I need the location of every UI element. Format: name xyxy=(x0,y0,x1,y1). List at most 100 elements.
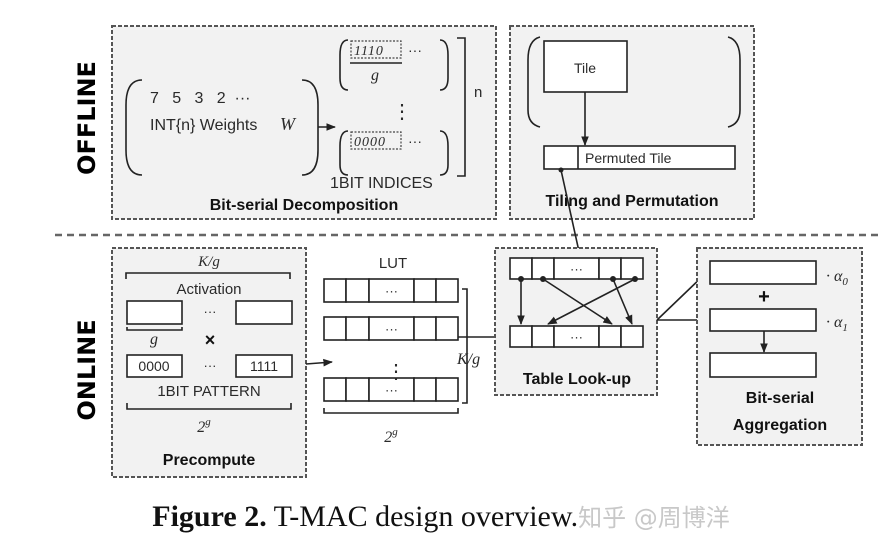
index-top-right-paren xyxy=(439,39,449,91)
g-symbol: g xyxy=(371,67,379,84)
pattern-brace xyxy=(126,403,292,410)
table-cell xyxy=(435,377,459,402)
activation-label: Activation xyxy=(176,281,241,298)
permuted-tile-label: Permuted Tile xyxy=(585,150,672,166)
weights-values: 7 5 3 2 ··· xyxy=(150,90,250,107)
table-cell xyxy=(413,377,437,402)
lookup-source-row: ··· xyxy=(509,257,644,280)
precompute-panel: K/g Activation ··· g × 0000 ··· 1111 1BI… xyxy=(111,247,307,478)
table-cell xyxy=(345,278,370,303)
index-bottom-bits: 0000 xyxy=(354,135,386,150)
lut-row-0: ··· xyxy=(323,278,459,303)
online-label: ONLINE xyxy=(73,319,101,420)
tile-label: Tile xyxy=(574,60,596,76)
agg-partial-0 xyxy=(709,260,817,285)
table-cell xyxy=(413,278,437,303)
offline-label: OFFLINE xyxy=(73,61,101,175)
alpha0-label: · α0 xyxy=(826,268,848,288)
n-bracket xyxy=(457,37,466,177)
table-cell xyxy=(323,278,347,303)
lookup-crossing-arrows xyxy=(517,276,638,325)
decomposition-title: Bit-serial Decomposition xyxy=(210,197,398,214)
caption-text: T-MAC design overview. xyxy=(266,500,579,533)
table-lookup-panel: ··· ··· Table Look-up xyxy=(494,247,658,396)
table-cell xyxy=(598,325,622,348)
index-bottom-right-paren xyxy=(439,130,449,176)
aggregation-title-line2: Aggregation xyxy=(733,417,827,434)
g-brace xyxy=(126,327,183,331)
agg-result xyxy=(709,352,817,378)
alpha1-label: · α1 xyxy=(826,314,848,334)
table-cell xyxy=(345,316,370,341)
index-top-left-paren xyxy=(339,39,349,91)
precompute-g-symbol: g xyxy=(150,331,158,348)
lut-k-over-g: K/g xyxy=(456,351,480,368)
multiply-symbol: × xyxy=(205,330,216,350)
cell-ellipsis: ··· xyxy=(385,383,398,398)
figure-caption: Figure 2. T-MAC design overview.知乎 @周博洋 xyxy=(0,498,882,534)
aggregation-title-line1: Bit-serial xyxy=(746,390,814,407)
table-cell xyxy=(509,257,533,280)
activation-first-box xyxy=(126,300,183,325)
cell-ellipsis: ··· xyxy=(570,262,583,277)
precompute-two-pow-g: 2g xyxy=(197,416,211,436)
index-top-bits: 1110 xyxy=(354,44,384,59)
cell-ellipsis: ··· xyxy=(385,284,398,299)
lut-cols-brace xyxy=(323,408,459,414)
lut-row-2: ··· xyxy=(323,377,459,402)
n-label: n xyxy=(474,84,482,101)
lut-title: LUT xyxy=(379,255,407,272)
weights-label: INT{n} Weights xyxy=(150,117,257,134)
table-cell xyxy=(435,316,459,341)
tile-box xyxy=(543,40,628,93)
pattern-first-label: 0000 xyxy=(138,358,169,374)
k-over-g-label: K/g xyxy=(197,254,220,270)
index-top-group xyxy=(350,40,402,59)
table-cell xyxy=(435,278,459,303)
table-cell xyxy=(413,316,437,341)
bit-serial-decomposition-panel: 7 5 3 2 ··· INT{n} Weights W 1110 ··· g … xyxy=(111,25,497,220)
lut-group: LUT ········· ⋮ K/g 2g xyxy=(323,255,480,446)
table-cell xyxy=(509,325,533,348)
caption-label: Figure 2. xyxy=(152,500,267,533)
table-cell xyxy=(620,325,644,348)
tiling-permutation-panel: Tile Permuted Tile Tiling and Permutatio… xyxy=(509,25,755,220)
precompute-to-lut-arrow xyxy=(305,358,333,367)
permuted-tile-box xyxy=(543,145,736,170)
activation-ellipsis: ··· xyxy=(204,304,217,319)
index-bottom-ellipsis: ··· xyxy=(408,133,422,149)
lut-two-pow-g: 2g xyxy=(384,426,398,446)
index-vdots: ⋮ xyxy=(392,101,412,123)
lut-rows-brace xyxy=(462,288,468,404)
pattern-first-box xyxy=(126,354,183,378)
tiling-right-paren xyxy=(727,36,741,128)
cell-ellipsis: ··· xyxy=(570,330,583,345)
tiling-title: Tiling and Permutation xyxy=(545,193,718,210)
table-cell xyxy=(323,377,347,402)
weights-left-paren xyxy=(125,79,143,176)
index-bottom-left-paren xyxy=(339,130,349,176)
table-cell xyxy=(531,325,555,348)
activation-brace xyxy=(125,272,291,279)
index-top-ellipsis: ··· xyxy=(408,42,422,58)
activation-last-box xyxy=(235,300,293,325)
table-cell xyxy=(345,377,370,402)
lookup-target-row: ··· xyxy=(509,325,644,348)
pattern-last-label: 1111 xyxy=(250,358,278,374)
pattern-ellipsis: ··· xyxy=(204,358,217,373)
plus-symbol: + xyxy=(758,286,770,308)
weights-to-lookup-arrow xyxy=(560,169,582,257)
precompute-title: Precompute xyxy=(163,452,256,469)
lookup-title: Table Look-up xyxy=(523,371,631,388)
pattern-last-box xyxy=(235,354,293,378)
pattern-label: 1BIT PATTERN xyxy=(157,383,260,400)
watermark: 知乎 @周博洋 xyxy=(578,504,730,532)
table-cell xyxy=(598,257,622,280)
index-bottom-group xyxy=(350,131,402,150)
cell-ellipsis: ··· xyxy=(385,322,398,337)
table-cell xyxy=(531,257,555,280)
table-cell xyxy=(620,257,644,280)
agg-partial-1 xyxy=(709,308,817,332)
indices-label: 1BIT INDICES xyxy=(330,175,433,192)
